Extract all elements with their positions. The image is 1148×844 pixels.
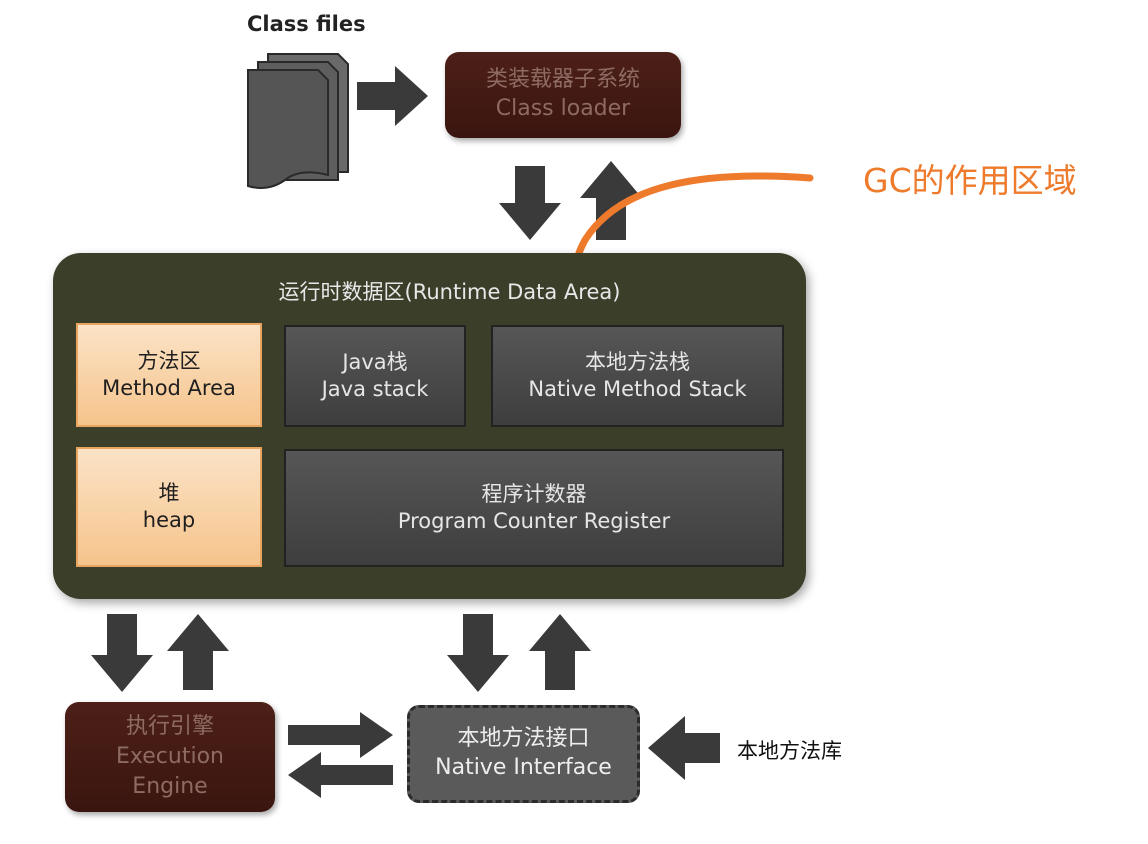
java-stack-en: Java stack [321, 377, 429, 401]
method-area-cn: 方法区 [137, 348, 201, 373]
arrow-up-native-to-runtime [529, 614, 591, 690]
arrow-left-native-to-engine [288, 752, 393, 798]
class-loader-title-cn: 类装载器子系统 [485, 67, 640, 93]
arrow-down-runtime-to-engine [91, 614, 153, 692]
arrow-right-engine-to-native [288, 712, 393, 758]
pc-register-en: Program Counter Register [397, 509, 671, 533]
class-files-label: Class files [247, 12, 366, 36]
execution-engine-en-1: Execution [116, 744, 224, 770]
native-method-stack-cn: 本地方法栈 [585, 349, 690, 374]
java-stack-cn: Java栈 [342, 349, 408, 374]
native-method-stack-box: 本地方法栈 Native Method Stack [491, 325, 784, 427]
arrow-left-library-to-native [648, 716, 720, 780]
heap-cn: 堆 [158, 480, 180, 505]
class-files-icon [247, 53, 349, 189]
arrow-down-runtime-to-native [447, 614, 509, 692]
pc-register-box: 程序计数器 Program Counter Register [284, 449, 784, 567]
execution-engine-box: 执行引擎 Execution Engine [65, 702, 275, 812]
native-interface-en: Native Interface [435, 755, 612, 780]
class-loader-title-en: Class loader [495, 96, 631, 121]
runtime-title: 运行时数据区(Runtime Data Area) [278, 280, 621, 304]
heap-box: 堆 heap [76, 447, 262, 567]
native-interface-box: 本地方法接口 Native Interface [407, 705, 640, 803]
heap-en: heap [142, 508, 196, 532]
method-area-en: Method Area [102, 376, 236, 400]
class-loader-box: 类装载器子系统 Class loader [445, 52, 681, 138]
java-stack-box: Java栈 Java stack [284, 325, 466, 427]
method-area-box: 方法区 Method Area [76, 323, 262, 427]
native-library-label: 本地方法库 [737, 739, 842, 763]
execution-engine-cn: 执行引擎 [125, 714, 214, 740]
gc-area-label: GC的作用区域 [863, 161, 1077, 200]
execution-engine-en-2: Engine [132, 773, 208, 799]
native-interface-cn: 本地方法接口 [457, 726, 590, 752]
native-method-stack-en: Native Method Stack [528, 377, 747, 401]
pc-register-cn: 程序计数器 [481, 481, 587, 506]
arrow-up-runtime-to-loader [580, 161, 642, 240]
arrow-up-engine-to-runtime [167, 614, 229, 690]
arrow-right-files-to-loader [357, 66, 428, 126]
arrow-down-loader-to-runtime [499, 166, 561, 240]
